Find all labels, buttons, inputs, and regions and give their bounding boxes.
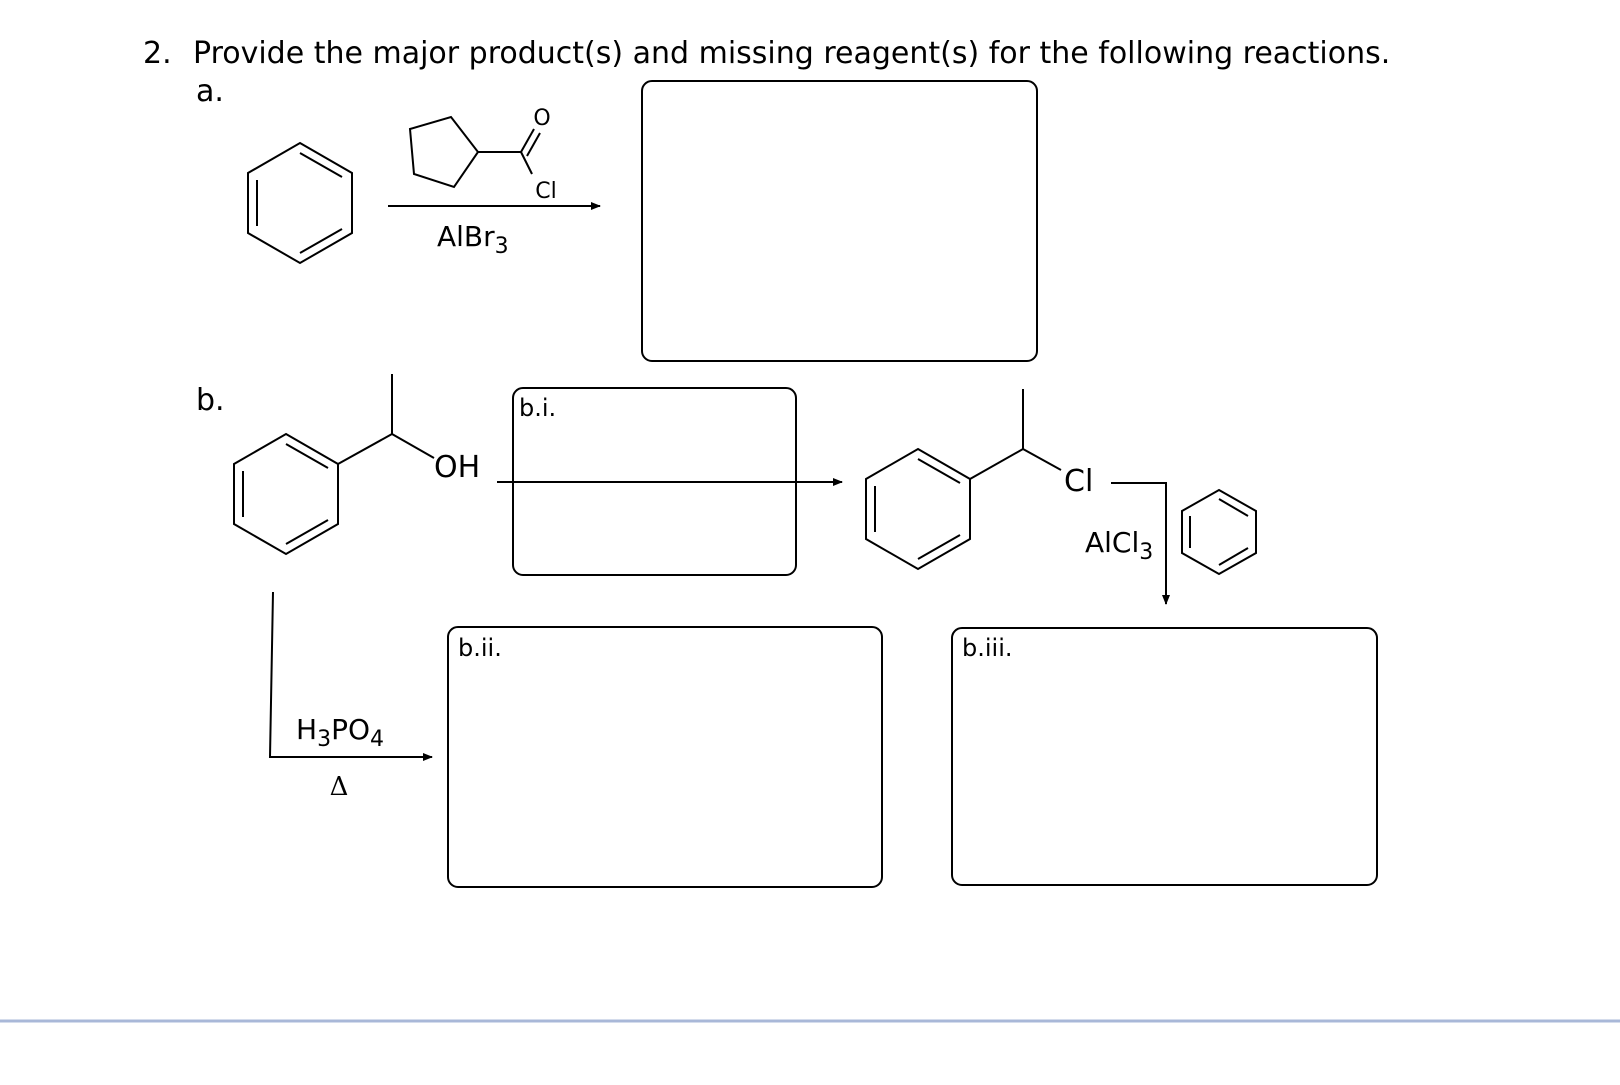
reaction-arrow-b-ii xyxy=(268,591,433,761)
reaction-arrow-b-iii xyxy=(1111,482,1170,605)
aluminum-chloride-reagent: AlCl3 xyxy=(1085,526,1153,565)
heat-symbol: Δ xyxy=(330,772,349,802)
benzene-ring-small xyxy=(1181,488,1257,576)
answer-box-a[interactable] xyxy=(641,80,1038,362)
question-number: 2. xyxy=(143,36,172,71)
benzene-ring-b-chloride xyxy=(865,447,971,571)
benzene-ring-a xyxy=(247,141,353,265)
chlorine-group-label: Cl xyxy=(1064,464,1093,499)
answer-box-b-ii[interactable] xyxy=(447,626,883,888)
hydroxyl-group-label: OH xyxy=(434,450,480,485)
phosphoric-acid-reagent: H3PO4 xyxy=(296,713,384,752)
box-b-iii-label: b.iii. xyxy=(962,634,1013,662)
chloride-side-chain xyxy=(969,389,1062,480)
answer-box-b-iii[interactable] xyxy=(951,627,1378,886)
cyclopentanecarbonyl-chloride xyxy=(408,115,541,189)
question-prompt: Provide the major product(s) and missing… xyxy=(193,36,1390,71)
box-b-i-label: b.i. xyxy=(519,394,556,422)
alcohol-side-chain xyxy=(337,374,435,465)
carbonyl-oxygen-label: O xyxy=(533,106,550,131)
acyl-chlorine-label: Cl xyxy=(535,179,556,204)
box-b-ii-label: b.ii. xyxy=(458,634,502,662)
part-a-label: a. xyxy=(196,74,224,109)
part-b-label: b. xyxy=(196,383,225,418)
benzene-ring-b-alcohol xyxy=(233,432,339,556)
aluminum-bromide-reagent: AlBr3 xyxy=(437,220,509,259)
